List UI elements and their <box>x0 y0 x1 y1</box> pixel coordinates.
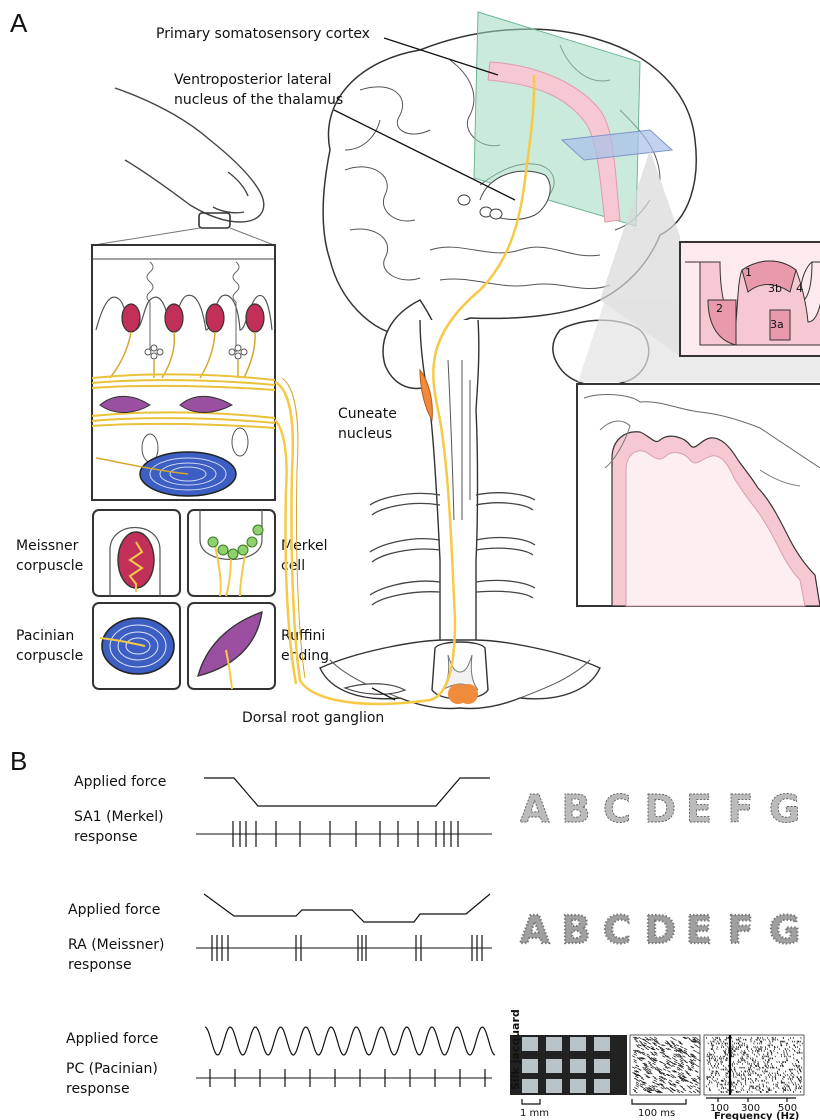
sa1-force-trace <box>204 778 490 806</box>
merkel-detail-box <box>188 510 275 596</box>
meissner-label-2: corpuscle <box>16 558 83 574</box>
ruffini-label-2: ending <box>281 648 329 664</box>
skin-cross-section <box>92 245 275 500</box>
meissner-corpuscle-icon <box>118 532 154 588</box>
ra-response-label-2: response <box>68 957 132 973</box>
pacinian-corpuscle-icon <box>102 618 174 674</box>
meissner-corpuscle-icon <box>165 304 183 332</box>
ruffini-detail-box <box>188 603 275 689</box>
cortex-label: Primary somatosensory cortex <box>156 26 370 42</box>
thalamus-label-2: nucleus of the thalamus <box>174 92 343 108</box>
neural-letter-c: C <box>603 908 631 952</box>
pacinian-label-2: corpuscle <box>16 648 83 664</box>
cuneate-label-2: nucleus <box>338 426 392 442</box>
skin-zoom-lines <box>94 228 274 245</box>
neural-letter-a: A <box>520 787 550 831</box>
neural-letter-g: G <box>769 787 800 831</box>
pacinian-detail-box <box>93 603 180 689</box>
meissner-label: Meissner <box>16 538 79 554</box>
sa1-response-label: SA1 (Merkel) <box>74 809 164 825</box>
scale-100ms: 100 ms <box>638 1108 675 1119</box>
merkel-label: Merkel <box>281 538 328 554</box>
pc-force-trace <box>205 1027 495 1055</box>
finger-drawing <box>115 88 264 228</box>
texture-label: Silk jacquard <box>509 1009 522 1090</box>
meissner-corpuscle-icon <box>122 304 140 332</box>
neural-letter-e: E <box>686 908 712 952</box>
area-label-3b: 3b <box>768 282 782 295</box>
brodmann-areas-inset <box>680 242 820 356</box>
meissner-detail-box <box>93 510 180 596</box>
meissner-corpuscle-icon <box>246 304 264 332</box>
meissner-corpuscle-icon <box>206 304 224 332</box>
neural-letter-e: E <box>686 787 712 831</box>
ruffini-label: Ruffini <box>281 628 325 644</box>
area-label-2: 2 <box>716 302 723 315</box>
freq-axis-label: Frequency (Hz) <box>714 1111 799 1120</box>
ra-response-label: RA (Meissner) <box>68 937 165 953</box>
neural-letter-d: D <box>645 787 677 831</box>
pc-response-label-2: response <box>66 1081 130 1097</box>
panel-b-letter: B <box>10 746 27 776</box>
pc-response-label: PC (Pacinian) <box>66 1061 158 1077</box>
ra-force-trace <box>204 894 490 922</box>
spike-raster-time <box>630 1035 701 1095</box>
silk-jacquard-photo <box>510 1035 627 1095</box>
neural-letter-b: B <box>562 908 591 952</box>
spike-raster-frequency <box>704 1035 804 1095</box>
drg-label: Dorsal root ganglion <box>242 710 384 726</box>
pc-force-label: Applied force <box>66 1031 158 1047</box>
cuneate-label: Cuneate <box>338 406 397 422</box>
pacinian-label: Pacinian <box>16 628 74 644</box>
neural-letter-b: B <box>562 787 591 831</box>
coronal-section-inset <box>577 384 820 606</box>
scale-1mm: 1 mm <box>520 1108 549 1119</box>
sa1-response-label-2: response <box>74 829 138 845</box>
neural-letter-d: D <box>645 908 677 952</box>
thalamus-label: Ventroposterior lateral <box>174 72 332 88</box>
sa1-force-label: Applied force <box>74 774 166 790</box>
panel-a-letter: A <box>10 8 28 38</box>
neural-letter-a: A <box>520 908 550 952</box>
area-label-1: 1 <box>745 266 752 279</box>
neural-letter-g: G <box>769 908 800 952</box>
ra-force-label: Applied force <box>68 902 160 918</box>
neural-letter-f: F <box>728 787 754 831</box>
neural-letter-c: C <box>603 787 631 831</box>
neural-letter-f: F <box>728 908 754 952</box>
area-label-3a: 3a <box>770 318 784 331</box>
area-label-4: 4 <box>796 282 803 295</box>
spinal-cord-section <box>320 640 600 709</box>
